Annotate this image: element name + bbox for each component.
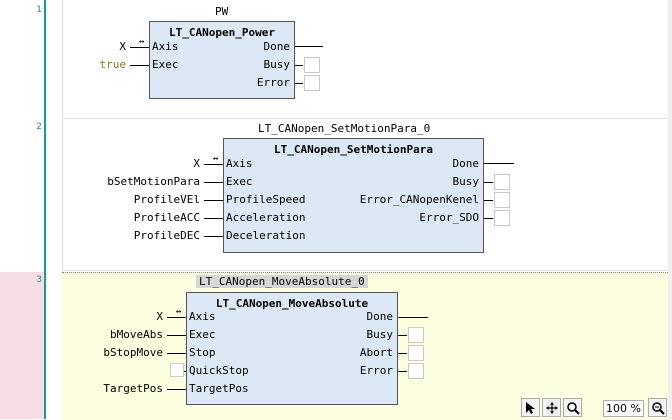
pin-busy[interactable]: Busy	[452, 175, 480, 188]
wire	[204, 164, 223, 165]
active-network-marker	[0, 272, 46, 419]
block-type-title: LT_CANopen_Power	[169, 26, 275, 39]
magnifier-icon[interactable]	[563, 398, 582, 417]
pin-error-canopenkenel[interactable]: Error_CANopenKenel	[359, 193, 479, 206]
input-var-exec[interactable]: true	[99, 58, 127, 71]
pin-axis[interactable]: Axis	[189, 310, 216, 323]
pin-error[interactable]: Error	[256, 76, 290, 89]
wire	[167, 353, 186, 354]
zoom-level-field[interactable]: 100 %	[603, 400, 644, 417]
input-var-axis[interactable]: X	[193, 157, 200, 170]
pin-exec[interactable]: Exec	[226, 175, 253, 188]
gutter-border	[44, 0, 46, 419]
pin-profilespeed[interactable]: ProfileSpeed	[226, 193, 306, 206]
wire	[204, 200, 223, 201]
wire	[204, 218, 223, 219]
wire	[295, 83, 303, 84]
wire	[398, 353, 407, 354]
function-block-power[interactable]: LT_CANopen_Power	[149, 21, 295, 99]
pointer-icon[interactable]	[521, 398, 540, 417]
wire	[167, 335, 186, 336]
wire	[398, 371, 407, 372]
output-empty-error[interactable]	[408, 363, 424, 379]
pin-quickstop[interactable]: QuickStop	[189, 364, 249, 377]
wire	[295, 46, 323, 47]
output-empty-busy[interactable]	[494, 174, 510, 190]
output-empty-abort[interactable]	[408, 345, 424, 361]
wire	[130, 65, 149, 66]
inout-arrow-icon: ↔	[213, 154, 219, 164]
network-separator	[62, 118, 672, 119]
wire	[130, 47, 149, 48]
wire	[295, 65, 303, 66]
output-empty-busy[interactable]	[408, 327, 424, 343]
function-block-setmotionpara[interactable]: LT_CANopen_SetMotionPara	[223, 138, 484, 253]
network-number-2: 2	[36, 122, 42, 132]
pin-deceleration[interactable]: Deceleration	[226, 229, 306, 242]
network-number-1: 1	[36, 5, 42, 15]
pin-acceleration[interactable]: Acceleration	[226, 211, 306, 224]
output-empty-error-canopenkenel[interactable]	[494, 192, 510, 208]
wire	[204, 182, 223, 183]
wire	[398, 317, 428, 318]
input-var-targetpos[interactable]: TargetPos	[103, 382, 163, 395]
pin-targetpos[interactable]: TargetPos	[189, 382, 249, 395]
pin-stop[interactable]: Stop	[189, 346, 216, 359]
input-var-exec[interactable]: bMoveAbs	[110, 328, 163, 341]
editor-toolbar	[521, 398, 582, 418]
wire	[484, 182, 493, 183]
input-var-stop[interactable]: bStopMove	[103, 346, 163, 359]
block-type-title: LT_CANopen_MoveAbsolute	[215, 297, 369, 310]
input-empty-quickstop[interactable]	[170, 363, 184, 377]
pin-busy[interactable]: Busy	[366, 328, 394, 341]
block-type-title: LT_CANopen_SetMotionPara	[274, 143, 433, 156]
instance-name-moveabsolute[interactable]: LT_CANopen_MoveAbsolute_0	[196, 275, 368, 288]
pan-icon[interactable]	[542, 398, 561, 417]
inout-arrow-icon: ↔	[176, 307, 182, 317]
pin-done[interactable]: Done	[263, 40, 291, 53]
wire	[204, 236, 223, 237]
output-empty-busy[interactable]	[304, 57, 320, 73]
input-var-exec[interactable]: bSetMotionPara	[107, 175, 200, 188]
wire	[398, 335, 407, 336]
output-empty-error-sdo[interactable]	[494, 210, 510, 226]
pin-axis[interactable]: Axis	[152, 40, 179, 53]
input-var-deceleration[interactable]: ProfileDEC	[133, 229, 200, 242]
instance-name-power[interactable]: PW	[215, 5, 229, 18]
input-var-axis[interactable]: X	[156, 310, 163, 323]
pin-abort[interactable]: Abort	[359, 346, 393, 359]
wire	[184, 371, 186, 372]
wire	[484, 163, 514, 164]
pin-done[interactable]: Done	[452, 157, 480, 170]
output-empty-error[interactable]	[304, 75, 320, 91]
pin-axis[interactable]: Axis	[226, 157, 253, 170]
network-number-3: 3	[36, 275, 42, 285]
wire	[167, 389, 186, 390]
function-block-moveabsolute[interactable]: LT_CANopen_MoveAbsolute	[186, 292, 398, 405]
pin-busy[interactable]: Busy	[263, 58, 291, 71]
wire	[167, 317, 186, 318]
inout-arrow-icon: ↔	[139, 37, 145, 47]
input-var-axis[interactable]: X	[119, 40, 126, 53]
pin-exec[interactable]: Exec	[189, 328, 216, 341]
network-separator	[62, 270, 672, 271]
pin-error[interactable]: Error	[359, 364, 393, 377]
vertical-scrollbar[interactable]	[668, 0, 672, 419]
instance-name-setmotionpara[interactable]: LT_CANopen_SetMotionPara_0	[258, 122, 431, 135]
pin-done[interactable]: Done	[366, 310, 394, 323]
wire	[484, 200, 493, 201]
input-var-profilespeed[interactable]: ProfileVEl	[133, 193, 200, 206]
input-var-acceleration[interactable]: ProfileACC	[133, 211, 200, 224]
pin-exec[interactable]: Exec	[152, 58, 179, 71]
wire	[484, 218, 493, 219]
zoom-settings-icon[interactable]	[648, 398, 667, 417]
pin-error-sdo[interactable]: Error_SDO	[419, 211, 479, 224]
